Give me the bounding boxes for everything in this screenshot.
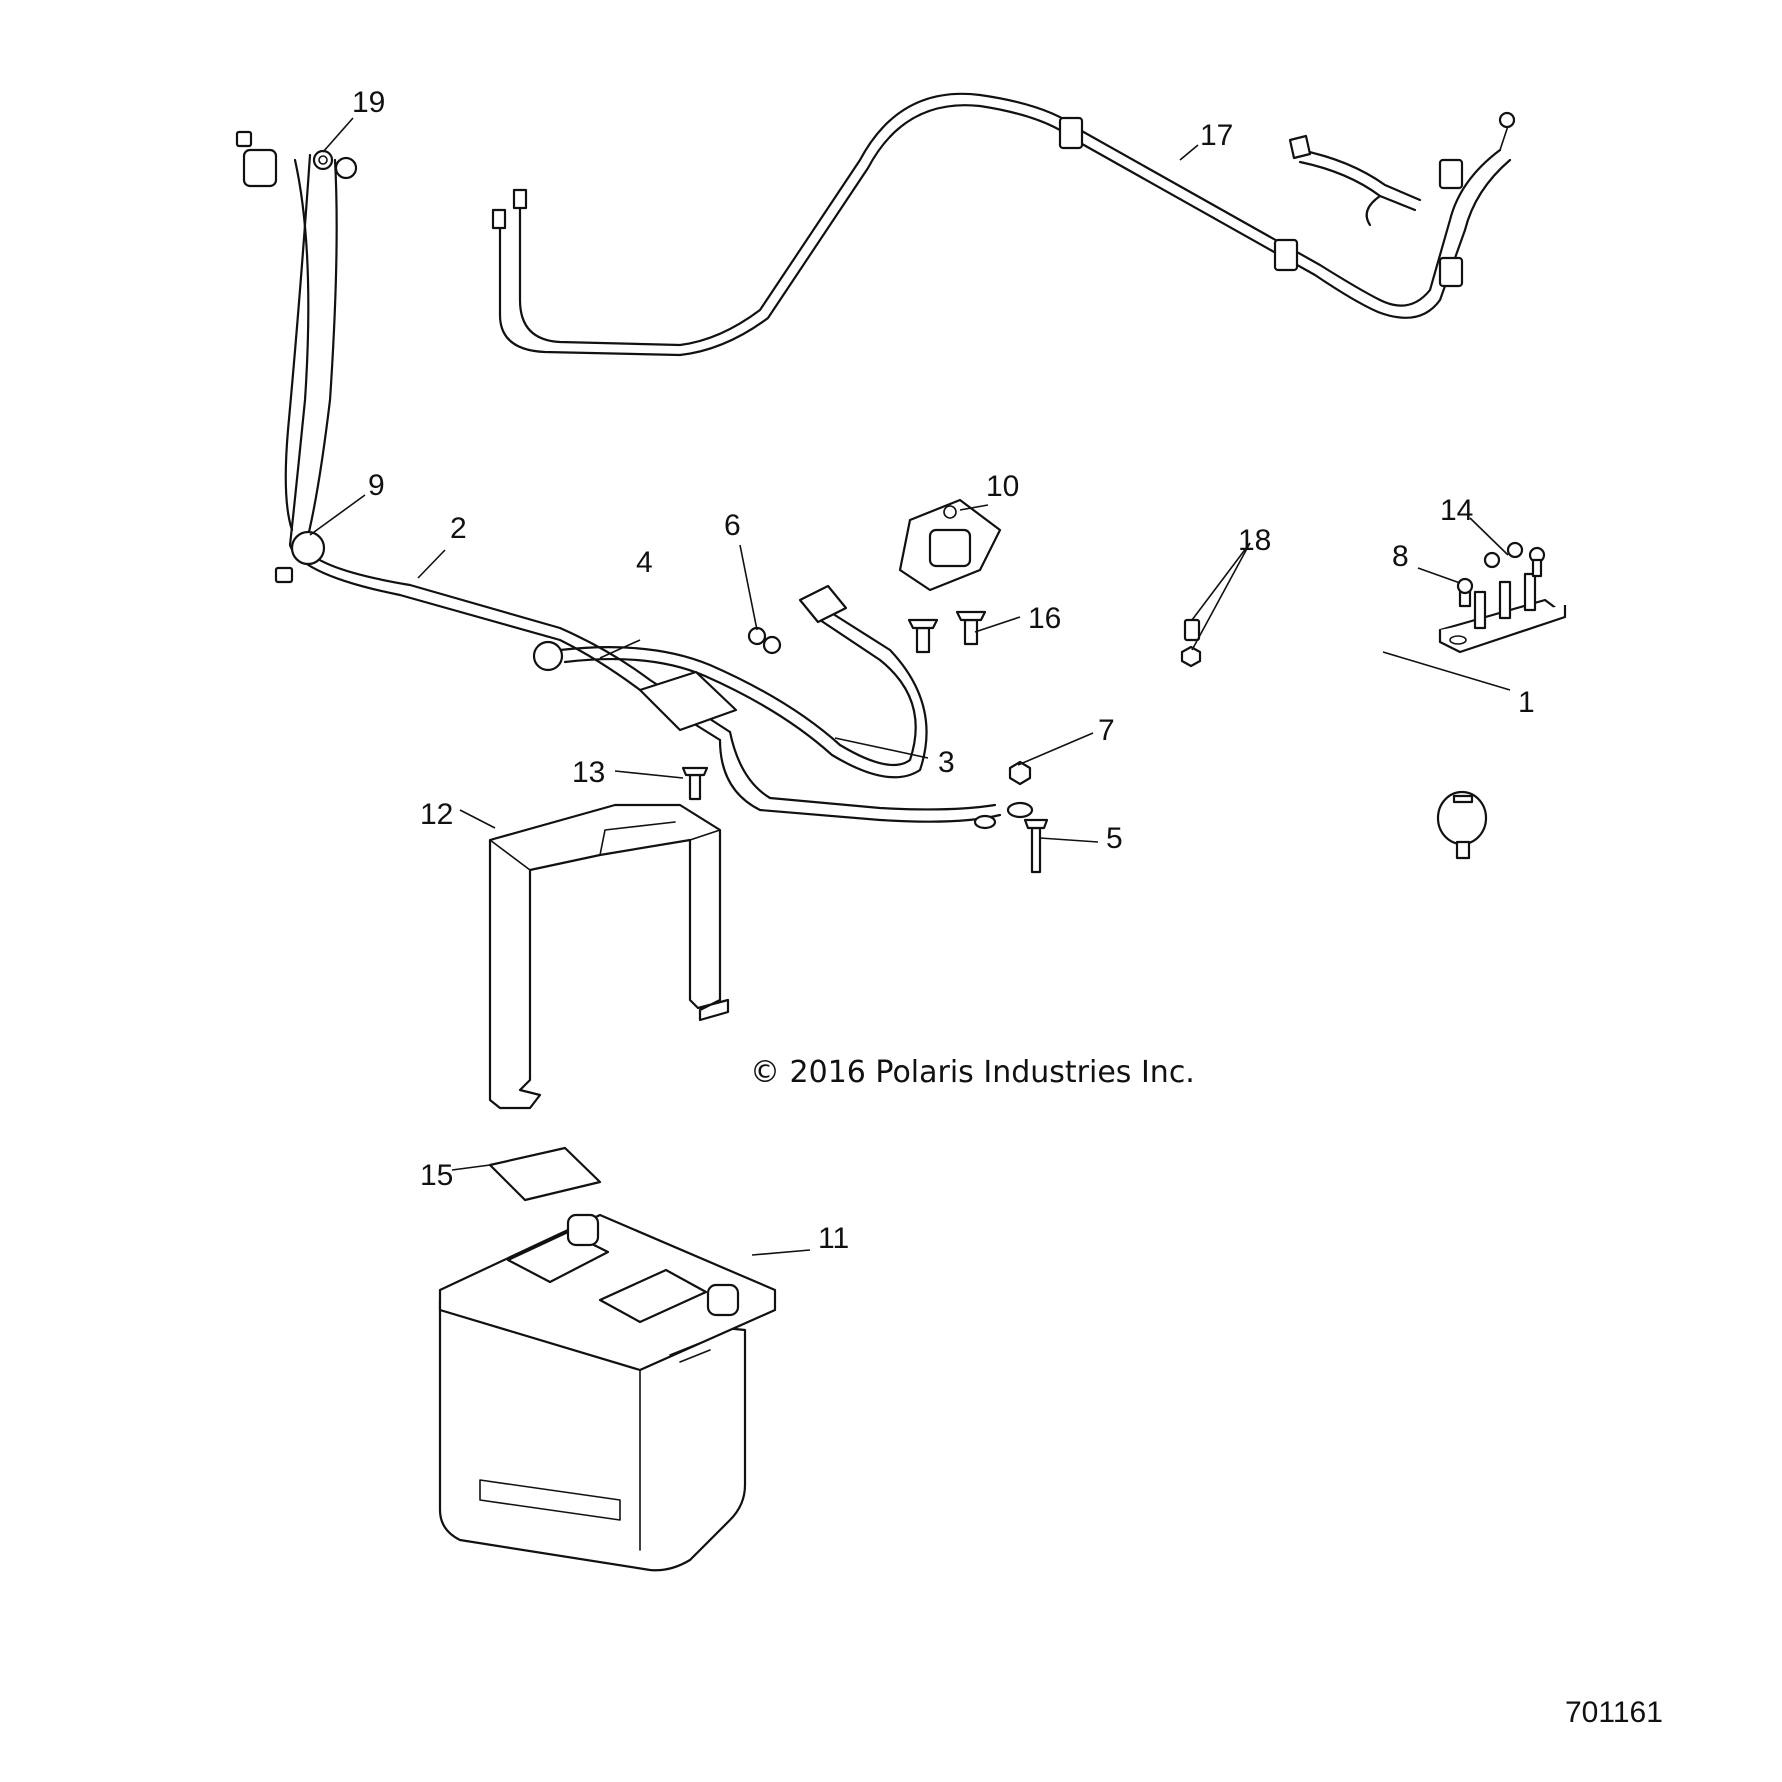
battery-11[interactable] [438, 1213, 777, 1572]
callout-18: 18 [1238, 524, 1271, 557]
nut-7[interactable] [1008, 760, 1032, 786]
solenoid-10[interactable] [898, 498, 1002, 592]
drawing-number: 701161 [1565, 1696, 1663, 1729]
callout-10: 10 [986, 470, 1019, 503]
terminal-block-1[interactable] [1438, 572, 1567, 654]
callouts: 1 2 3 4 5 6 7 8 9 10 11 12 13 14 15 16 1… [352, 86, 1535, 1255]
cable-4[interactable] [532, 584, 928, 779]
bracket-12[interactable] [488, 803, 730, 1110]
callout-1: 1 [1518, 686, 1535, 719]
bolt-13[interactable] [681, 766, 709, 801]
leader-lines [309, 117, 1511, 1256]
callout-16: 16 [1028, 602, 1061, 635]
loop-clamp[interactable] [1436, 790, 1488, 860]
callout-11: 11 [818, 1222, 849, 1255]
callout-3: 3 [938, 746, 955, 779]
callout-17: 17 [1200, 119, 1233, 152]
nut-19[interactable] [312, 149, 334, 171]
bolt-8[interactable] [1456, 577, 1474, 608]
callout-15: 15 [420, 1159, 453, 1192]
callout-7: 7 [1098, 714, 1115, 747]
callout-9: 9 [368, 469, 385, 502]
bolt-16b[interactable] [907, 618, 939, 654]
callout-12: 12 [420, 798, 453, 831]
copyright-notice: © 2016 Polaris Industries Inc. [750, 1055, 1195, 1090]
callout-19: 19 [352, 86, 385, 119]
nut-6[interactable] [747, 626, 782, 655]
nut-14[interactable] [1483, 541, 1546, 578]
callout-14: 14 [1440, 494, 1473, 527]
cable-2-main[interactable] [235, 130, 732, 742]
fastener-18[interactable] [1180, 618, 1202, 668]
callout-13: 13 [572, 756, 605, 789]
label-15[interactable] [488, 1146, 602, 1202]
bolt-5[interactable] [1023, 818, 1049, 874]
callout-6: 6 [724, 509, 741, 542]
cable-3[interactable] [638, 670, 1034, 830]
callout-4: 4 [636, 546, 653, 579]
callout-8: 8 [1392, 540, 1409, 573]
callout-2: 2 [450, 512, 467, 545]
callout-5: 5 [1106, 822, 1123, 855]
cable-17-harness[interactable] [491, 92, 1516, 357]
bolt-16[interactable] [955, 610, 987, 646]
